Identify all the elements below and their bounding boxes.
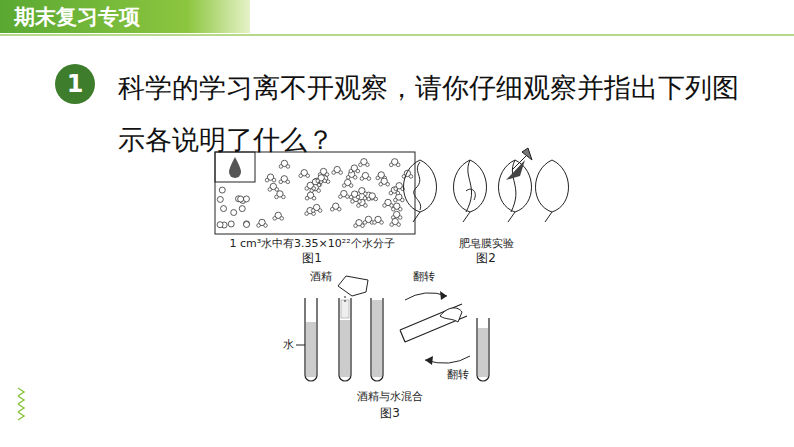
hand [440,308,462,322]
figure-label: 翻转 [413,270,435,283]
figure-label: 酒精 [310,270,332,283]
figure-label: 图3 [380,406,400,420]
figure-label: 翻转 [447,368,469,381]
figure-label: 1 cm³水中有3.35×10²²个水分子 [229,237,394,250]
arrow-head [425,356,433,365]
arrow-head [440,291,447,300]
decor-chevrons [18,388,24,420]
question-text: 科学的学习离不开观察，请你仔细观察并指出下列图示各说明了什么？ [118,62,743,166]
figure-label: 图1 [302,251,322,265]
water-box [215,152,415,234]
number-badge: 1 [55,64,95,104]
header-bar [0,0,250,33]
header-line [0,34,794,36]
figure-label: 水 [283,338,294,351]
water-drop [229,157,241,178]
mixed-fill [372,300,382,377]
water-fill [340,320,350,377]
alcohol-layer [341,300,349,318]
torn-film [506,160,525,180]
header-title: 期末复习专项 [14,3,140,31]
water-molecules [217,159,413,228]
mixed-fill [478,328,488,377]
figure-label: 图2 [476,251,496,265]
pour-stream [345,296,346,304]
alcohol-bottle [338,276,368,296]
test-tubes [305,298,489,381]
water-fill [306,322,316,377]
leader-line [296,345,305,346]
question-number: 1 [67,70,84,98]
drop-inset [215,152,255,182]
figure-label: 酒精与水混合 [357,390,423,403]
figure-label: 肥皂膜实验 [459,237,514,250]
soap-film-frames [404,160,569,222]
